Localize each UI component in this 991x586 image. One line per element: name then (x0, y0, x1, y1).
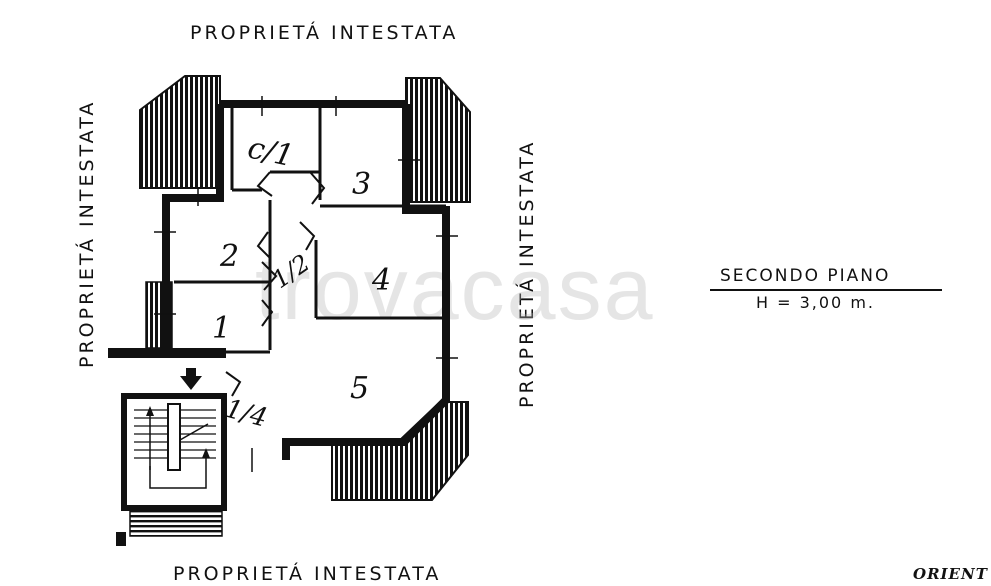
staircase (121, 393, 227, 511)
balcony-bottom-right (331, 401, 469, 501)
floor-name: SECONDO PIANO (720, 266, 891, 286)
room-label-c1: c/1 (245, 130, 297, 174)
room-label-2: 2 (219, 239, 239, 274)
wall-left-stub (108, 348, 226, 358)
watermark: trovacasa (255, 239, 655, 338)
stair-bottom-marker (116, 532, 126, 546)
room-label-1: 1 (212, 311, 231, 346)
room-label-5: 5 (350, 371, 369, 406)
label-top-property: PROPRIETÁ INTESTATA (190, 22, 459, 44)
door-swings (225, 171, 326, 397)
label-bottom-property: PROPRIETÁ INTESTATA (173, 563, 442, 585)
room-label-half: 1/2 (267, 249, 315, 294)
room-label-quarter: 1/4 (222, 394, 270, 434)
orientation-label: ORIENT (913, 565, 988, 583)
balcony-top-right (405, 77, 471, 203)
interior-walls (174, 108, 446, 354)
room-label-4: 4 (371, 263, 391, 298)
outer-walls (162, 100, 450, 460)
window-ticks (154, 96, 458, 472)
floor-height: H = 3,00 m. (756, 293, 875, 312)
balcony-top-left (139, 75, 221, 189)
entrance-arrow-icon (180, 368, 202, 390)
floor-legend: SECONDO PIANO H = 3,00 m. (710, 266, 942, 312)
legend-divider (710, 289, 942, 291)
room-label-3: 3 (352, 167, 371, 202)
stair-landing-hatch (129, 509, 223, 537)
